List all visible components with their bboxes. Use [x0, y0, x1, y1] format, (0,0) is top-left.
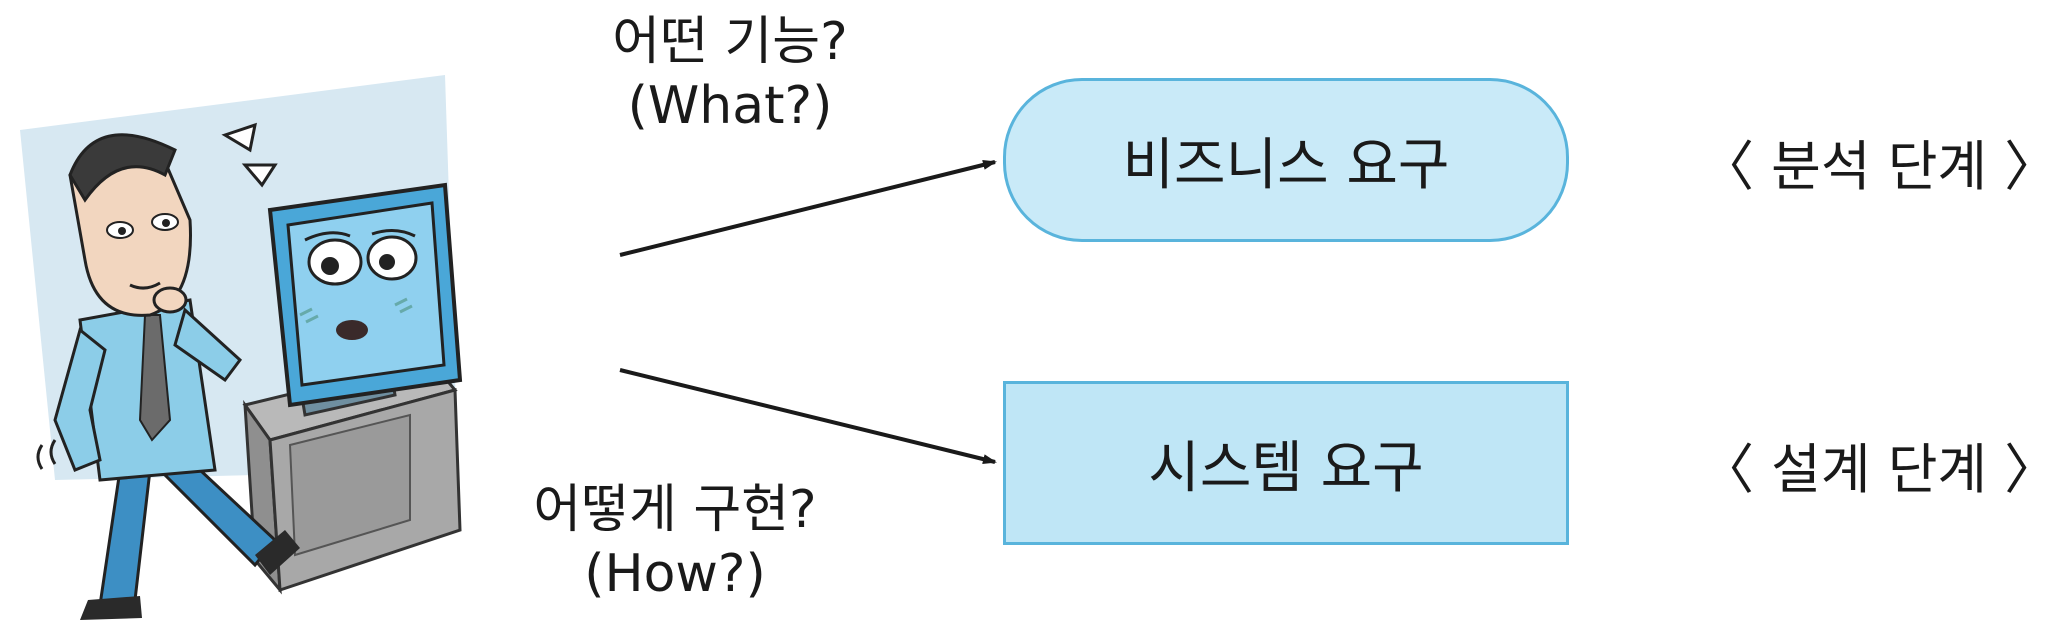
- how-question: 어떻게 구현? (How?): [500, 478, 850, 606]
- computer-monitor-icon: [242, 182, 463, 595]
- how-question-korean: 어떻게 구현?: [533, 480, 817, 540]
- analysis-stage-label: 〈 분석 단계 〉: [1700, 135, 2054, 198]
- arrow-to-business-requirements: [619, 160, 997, 257]
- thinking-man-icon: [36, 122, 300, 620]
- arrow-to-system-requirements: [619, 368, 997, 464]
- thinking-man-computer-illustration: [20, 75, 463, 620]
- what-question-korean: 어떤 기능?: [612, 12, 848, 72]
- how-question-english: (How?): [584, 544, 766, 604]
- what-question-english: (What?): [627, 76, 833, 136]
- system-requirements-box: 시스템 요구: [1003, 381, 1569, 545]
- system-requirements-label: 시스템 요구: [1148, 435, 1424, 501]
- what-question: 어떤 기능? (What?): [590, 10, 870, 138]
- business-requirements-box: 비즈니스 요구: [1003, 78, 1569, 242]
- design-stage-label: 〈 설계 단계 〉: [1700, 438, 2054, 501]
- business-requirements-label: 비즈니스 요구: [1122, 132, 1450, 198]
